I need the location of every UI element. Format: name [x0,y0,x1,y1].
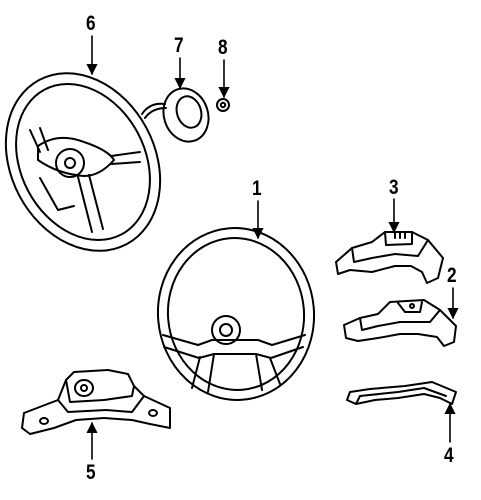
callout-label-8: 8 [218,36,228,59]
trim-cover-middle [343,299,457,347]
horn-pad [141,87,210,143]
steering-wheel [156,227,316,401]
callout-label-3: 3 [389,176,399,199]
callout-label-7: 7 [174,34,184,57]
callout-label-6: 6 [86,12,96,35]
callout-label-5: 5 [86,461,96,484]
steering-wheel-assembly [4,72,162,252]
horn-bracket [21,369,171,435]
trim-cover-upper [335,231,444,284]
trim-strip-lower [346,381,457,405]
nut [216,98,230,112]
leader-lines [86,35,459,460]
callout-label-2: 2 [447,264,457,287]
callout-label-1: 1 [252,177,262,200]
callout-label-4: 4 [444,444,454,467]
